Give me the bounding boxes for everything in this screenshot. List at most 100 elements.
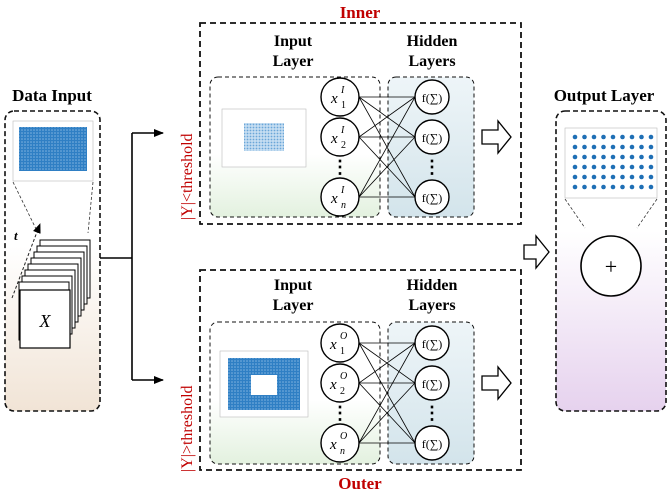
svg-text:1: 1 xyxy=(340,346,345,357)
inner-scatter-thumbnail xyxy=(221,108,307,168)
svg-text:f(∑): f(∑) xyxy=(422,437,443,451)
outer-hidden-node-n: f(∑) xyxy=(414,425,450,461)
output-grid-dot xyxy=(648,134,654,140)
output-grid-dot xyxy=(572,144,578,150)
inner-hidden-node-2: f(∑) xyxy=(414,119,450,155)
inner-input-node-n: x I n xyxy=(320,177,360,217)
output-grid-dot xyxy=(648,144,654,150)
outer-input-layer-title-2: Layer xyxy=(273,297,314,314)
output-grid-dot xyxy=(601,164,606,170)
output-grid-dot xyxy=(610,154,616,160)
output-grid-dot xyxy=(620,184,625,190)
output-grid-dot xyxy=(639,154,644,160)
svg-text:O: O xyxy=(340,371,347,382)
outer-hidden-ellipsis: ⋮ xyxy=(423,403,441,423)
svg-text:f(∑): f(∑) xyxy=(422,191,443,205)
output-grid-dot xyxy=(639,174,644,180)
merge-arrow xyxy=(523,234,550,270)
svg-text:2: 2 xyxy=(341,140,346,151)
output-grid-dot xyxy=(582,164,587,170)
inner-hidden-ellipsis: ⋮ xyxy=(423,157,441,177)
sum-node: + xyxy=(580,235,642,297)
output-grid-thumbnail xyxy=(564,127,658,199)
output-grid-dot xyxy=(620,174,625,180)
outer-hidden-layers-title: Hidden xyxy=(407,277,458,294)
output-grid-dot xyxy=(629,174,635,180)
output-grid-dot xyxy=(648,174,654,180)
output-grid-dot xyxy=(591,144,597,150)
output-grid-dot xyxy=(639,184,644,190)
svg-text:O: O xyxy=(340,431,347,442)
outer-connections xyxy=(358,342,416,444)
svg-text:O: O xyxy=(340,331,347,342)
outer-input-node-1: x O 1 xyxy=(320,323,360,363)
inner-output-arrow xyxy=(481,119,512,155)
output-grid-dot xyxy=(648,184,654,190)
output-grid-dot xyxy=(629,144,635,150)
output-grid-dot xyxy=(620,164,625,170)
output-grid-dot xyxy=(572,184,578,190)
output-grid-dot xyxy=(610,134,616,140)
inner-hidden-node-1: f(∑) xyxy=(414,79,450,115)
output-grid-dot xyxy=(610,184,616,190)
outer-input-node-2: x O 2 xyxy=(320,363,360,403)
svg-text:2: 2 xyxy=(340,386,345,397)
output-layer-title: Output Layer xyxy=(554,86,655,105)
output-grid-dot xyxy=(610,164,616,170)
outer-title: Outer xyxy=(338,474,382,493)
output-grid-dot xyxy=(572,134,578,140)
output-grid-dot xyxy=(610,174,616,180)
outer-input-node-n: x O n xyxy=(320,423,360,463)
inner-hidden-layers-title-2: Layers xyxy=(408,53,455,70)
inner-connections xyxy=(358,96,416,198)
svg-text:x: x xyxy=(330,91,338,107)
matrix-x-label: X xyxy=(39,311,52,331)
outer-hidden-node-2: f(∑) xyxy=(414,365,450,401)
output-grid-dot xyxy=(582,184,587,190)
svg-text:I: I xyxy=(340,185,345,196)
output-grid-dot xyxy=(591,174,597,180)
outer-condition-label: |Y|>threshold xyxy=(179,385,196,472)
output-grid-dot xyxy=(620,154,625,160)
output-grid-dot xyxy=(582,134,587,140)
svg-text:f(∑): f(∑) xyxy=(422,91,443,105)
input-frame-stack xyxy=(18,239,91,349)
inner-hidden-node-n: f(∑) xyxy=(414,179,450,215)
inner-title: Inner xyxy=(340,3,381,22)
inner-input-node-1: x I 1 xyxy=(320,77,360,117)
output-grid-dot xyxy=(648,154,654,160)
svg-text:I: I xyxy=(340,85,345,96)
output-grid-dot xyxy=(610,144,616,150)
inner-branch-box xyxy=(199,22,522,225)
output-grid-dot xyxy=(591,184,597,190)
svg-text:x: x xyxy=(329,437,337,453)
output-grid-dot xyxy=(629,154,635,160)
outer-hidden-layers-title-2: Layers xyxy=(408,297,455,314)
outer-hidden-node-1: f(∑) xyxy=(414,325,450,361)
output-grid-dot xyxy=(620,144,625,150)
inner-input-node-2: x I 2 xyxy=(320,117,360,157)
svg-text:f(∑): f(∑) xyxy=(422,131,443,145)
svg-text:1: 1 xyxy=(341,100,346,111)
time-axis-arrow: t xyxy=(11,223,41,299)
svg-text:I: I xyxy=(340,125,345,136)
output-grid-dot xyxy=(639,164,644,170)
outer-input-ellipsis: ⋮ xyxy=(331,403,349,423)
data-input-title: Data Input xyxy=(12,86,92,105)
input-scatter-thumbnail xyxy=(12,120,94,182)
output-grid-dot xyxy=(639,134,644,140)
output-grid-dot xyxy=(601,184,606,190)
outer-input-layer-title: Input xyxy=(274,277,313,294)
inner-hidden-layers-title: Hidden xyxy=(407,33,458,50)
inner-input-layer-title: Input xyxy=(274,33,313,50)
output-grid-dot xyxy=(582,144,587,150)
output-grid-dot xyxy=(620,134,625,140)
inner-condition-label: |Y|<threshold xyxy=(179,133,196,220)
output-grid-dot xyxy=(572,174,578,180)
outer-branch-box xyxy=(199,269,522,471)
output-grid-dot xyxy=(629,134,635,140)
output-grid-dot xyxy=(648,164,654,170)
output-grid-dot xyxy=(572,154,578,160)
output-grid-dot xyxy=(639,144,644,150)
